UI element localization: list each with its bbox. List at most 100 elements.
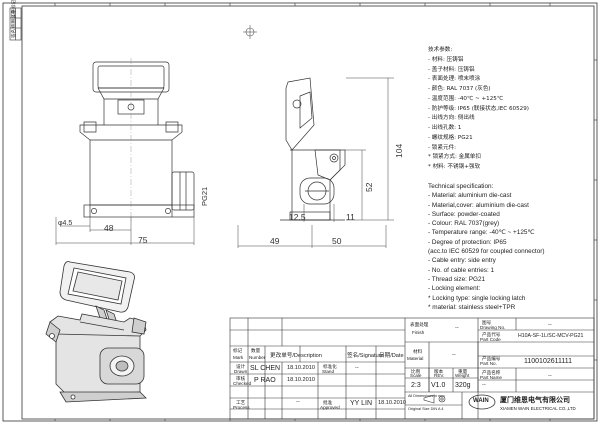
spec-en-line: * Locking type: single locking latch — [428, 294, 526, 302]
company-name-en: XIAMEN WAIN ELECTRICAL CO.,LTD — [500, 406, 576, 411]
title-block-grid — [229, 317, 595, 420]
finish-val: -- — [455, 325, 459, 331]
stand-cn: 标准化 — [323, 364, 337, 369]
dim-side-left: 49 — [270, 236, 280, 246]
hdr-sig: 签名/Signature — [347, 353, 384, 359]
part-code-val: H10A-SF-1L/SC-MCV-PG21 — [518, 333, 584, 339]
spec-en-line: - Cable entry: side entry — [428, 257, 496, 265]
side-strip-cell: 底图总号 — [12, 10, 17, 28]
company-name-cn: 厦门维恩电气有限公司 — [500, 397, 570, 404]
side-view — [280, 77, 346, 221]
spec-cn-line: - 盖子材料: 压铸铝 — [428, 66, 475, 73]
spec-cn-line: - 材料: 压铸铝 — [428, 56, 464, 63]
spec-cn-line: - 颜色: RAL 7037 (灰色) — [428, 86, 491, 92]
company-logo-text: WAIN — [473, 398, 489, 404]
part-name-val: -- — [548, 373, 552, 379]
part-name-en: Part Name — [480, 375, 502, 380]
hdr-num-en: Number — [249, 355, 266, 360]
spec-cn-line: - 出线孔数: 1 — [428, 125, 462, 131]
spec-en-line: - Degree of protection: IP65 — [428, 238, 507, 246]
dim-front-inner: 48 — [104, 223, 114, 233]
rev-val: V1.0 — [431, 382, 446, 389]
drawn-by: SL CHEN — [250, 365, 281, 372]
material-en: Material — [407, 356, 424, 361]
part-code-cn: 产品代号 — [482, 332, 501, 337]
part-name-cn: 产品名称 — [482, 370, 501, 375]
drawn-cn: 设计 — [236, 364, 246, 369]
hdr-num-cn: 数量 — [251, 348, 261, 353]
weight-val: 320g — [455, 382, 471, 389]
stand-val: -- — [355, 365, 359, 371]
spec-en-line: - Thread size: PG21 — [428, 275, 486, 283]
process-en: Process — [233, 405, 250, 410]
dim-note-1: All Dimensions in mm — [408, 394, 445, 398]
material-val: -- — [452, 352, 456, 358]
spec-en-line: - Surface: powder-coated — [428, 210, 500, 218]
side-strip-cell: 签名 — [12, 29, 17, 38]
dim-side-height-total: 104 — [394, 143, 404, 158]
front-dim-lines — [55, 217, 195, 245]
dim-front-width: 75 — [138, 235, 148, 245]
approved-by: YY LIN — [350, 400, 373, 407]
front-view — [79, 58, 195, 222]
checked-by: P RAO — [254, 377, 276, 384]
zone-ticks — [54, 3, 597, 421]
dim-side-small-left: 12.5 — [289, 212, 306, 222]
spec-en-line: - Material: aluminium die-cast — [428, 192, 512, 200]
spec-cn-line: - 表面处理: 喷末喷涂 — [428, 76, 481, 83]
dim-side-right: 50 — [332, 236, 342, 246]
rev-en: REV. — [434, 373, 445, 378]
checked-date: 18.10.2010 — [287, 377, 315, 383]
spec-chinese: 技术参数: - 材料: 压铸铝 - 盖子材料: 压铸铝 - 表面处理: 喷末喷涂… — [428, 46, 596, 173]
spec-cn-line: - 防护等级: IP65 (联接状态,IEC 60529) — [428, 105, 529, 112]
dim-note-2: Original Size DIN A 4 — [408, 407, 444, 411]
dim-side-height-mid: 52 — [364, 182, 374, 192]
spec-en-line: - Locking element: — [428, 285, 481, 293]
material-cn: 材料 — [413, 349, 423, 354]
process-val: -- — [296, 399, 300, 405]
dim-side-small-right: 11 — [346, 212, 355, 222]
sheet-dash: -- — [482, 382, 486, 388]
hdr-mark-cn: 标记 — [233, 348, 243, 353]
part-no-val: 1100102611111 — [524, 358, 573, 365]
finish-cn: 表面处理 — [410, 322, 429, 327]
scale-en: Scale — [410, 373, 422, 378]
hdr-desc: 更改单号/Description — [270, 353, 322, 359]
spec-en-line: - Temperature range: -40℃ ~ +125℃ — [428, 229, 535, 237]
spec-en-line: * material: stainless steel+TPR — [428, 303, 516, 311]
spec-cn-line: * 锁紧方式: 金属单扣 — [428, 154, 481, 161]
spec-en-line: - Material,cover: aluminium die-cast — [428, 201, 529, 209]
stand-en: Stand — [322, 369, 335, 374]
approved-cn: 批准 — [323, 400, 333, 405]
spec-cn-line: - 螺纹规格: PG21 — [428, 134, 473, 141]
spec-english: Technical specification: - Material: alu… — [428, 182, 598, 312]
weight-en: Weight — [455, 373, 470, 378]
drawing-no-en: Drawing No. — [480, 325, 506, 330]
spec-cn-line: - 锁紧元件: — [428, 144, 457, 151]
spec-en-heading: Technical specification: — [428, 183, 494, 190]
iso-view — [45, 261, 147, 403]
hdr-date: 日期/Date — [379, 353, 404, 359]
drawn-date: 18.10.2010 — [287, 365, 315, 371]
company-logo-icon — [468, 394, 496, 410]
spec-en-line: - No. of cable entries: 1 — [428, 266, 495, 274]
checked-cn: 审核 — [236, 376, 246, 381]
spec-cn-line: * 材料: 不锈钢+强软 — [428, 164, 481, 170]
scale-val: 2:3 — [411, 382, 421, 389]
weight-cn: 重量 — [458, 369, 468, 374]
spec-cn-heading: 技术参数: — [428, 47, 453, 53]
drawing-no-val: -- — [548, 322, 552, 328]
part-no-en: Part No. — [480, 361, 497, 366]
process-cn: 工艺 — [236, 400, 246, 405]
centre-mark — [243, 25, 257, 39]
checked-en: Checked — [233, 381, 252, 386]
dim-thread: PG21 — [200, 186, 209, 206]
drawn-en: Drawn — [234, 369, 248, 374]
dim-hole: φ4.5 — [58, 220, 73, 227]
spec-cn-line: - 出线方向: 侧出线 — [428, 115, 475, 122]
approved-en: Approved — [320, 405, 340, 410]
spec-en-line: - Colour: RAL 7037(grey) — [428, 220, 500, 228]
projection-symbol-icon — [423, 394, 446, 404]
